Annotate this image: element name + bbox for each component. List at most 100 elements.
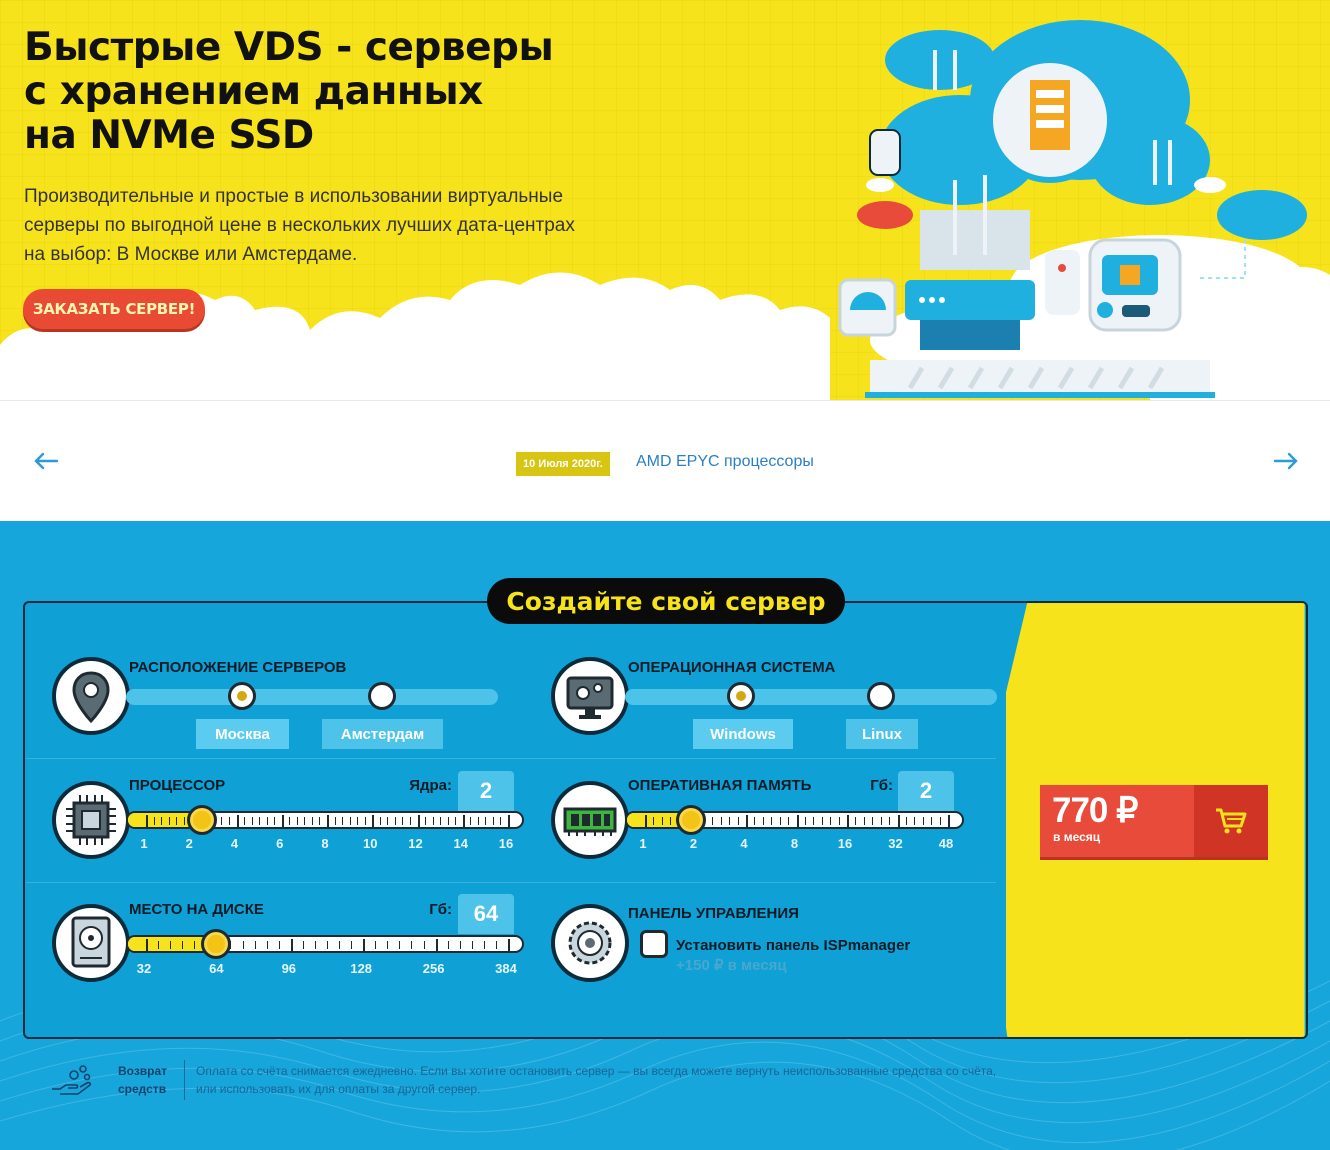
cart-icon[interactable] [1194,785,1268,857]
slider-tick [290,939,293,951]
slider-tick [863,817,865,825]
slider-scale-value: 2 [185,836,193,851]
slider-tick [754,817,756,825]
slider-scale-value: 2 [689,836,698,851]
ram-value[interactable]: 2 [898,771,954,811]
control-panel-label: ПАНЕЛЬ УПРАВЛЕНИЯ [628,905,799,922]
slider-tick [266,941,268,949]
hero-title: Быстрые VDS - серверы с хранением данных… [24,25,554,158]
slider-tick [872,817,874,825]
slider-tick [492,817,494,825]
arrow-right-icon[interactable] [1273,451,1299,471]
slider-tick [462,815,465,827]
ispmanager-checkbox[interactable] [640,930,668,958]
slider-scale-value: 8 [790,836,799,851]
slider-tick [334,817,336,825]
os-option-windows[interactable]: Windows [693,719,793,749]
slider-scale-value: 14 [453,836,468,851]
refund-heading-line: Возврат [118,1064,168,1078]
slider-tick [161,817,163,825]
slider-tick [176,817,178,825]
configurator-title: Создайте свой сервер [487,578,845,624]
slider-tick [379,817,381,825]
os-option-linux[interactable]: Linux [846,719,918,749]
slider-tick [228,817,230,825]
slider-tick [411,941,413,949]
location-track [126,689,498,705]
cpu-label: ПРОЦЕССОР [129,777,226,794]
refund-text-line: Оплата со счёта снимается ежедневно. Есл… [196,1064,997,1078]
slider-tick [500,817,502,825]
disk-value-label: Гб: [429,901,452,918]
news-title-link[interactable]: AMD EPYC процессоры [636,453,814,470]
slider-tick [274,817,276,825]
disk-value[interactable]: 64 [458,894,514,934]
os-monitor-gear-icon [551,657,629,735]
hero-title-line: на NVMe SSD [24,113,314,158]
slider-tick [477,817,479,825]
slider-tick [922,817,924,825]
cpu-chip-icon [52,781,130,859]
slider-tick [153,817,155,825]
slider-scale-value: 16 [498,836,514,851]
location-option-amsterdam[interactable]: Амстердам [322,719,443,749]
slider-tick [653,817,655,825]
cpu-slider-handle[interactable] [186,805,217,835]
os-knob-linux[interactable] [867,682,895,710]
news-date-badge: 10 Июля 2020г. [516,452,610,476]
location-knob-moscow[interactable] [228,682,256,710]
cpu-value[interactable]: 2 [458,771,514,811]
slider-tick [423,941,425,949]
os-label: ОПЕРАЦИОННАЯ СИСТЕМА [628,659,836,676]
slider-tick [771,817,773,825]
refund-divider [184,1060,185,1100]
slider-scale-value: 1 [140,836,148,851]
slider-tick [483,941,485,949]
slider-tick [746,815,748,827]
slider-tick [435,939,438,951]
slider-tick [897,815,900,827]
slider-tick [351,941,353,949]
slider-tick [838,817,840,825]
slider-tick [485,817,487,825]
slider-tick [409,817,411,825]
ispmanager-checkbox-label: Установить панель ISPmanager [676,937,911,954]
slider-tick [158,941,160,949]
slider-tick [182,941,184,949]
slider-scale-value: 96 [281,961,297,976]
ram-value-label: Гб: [870,777,893,794]
slider-tick [251,817,253,825]
slider-tick [364,817,366,825]
location-knob-amsterdam[interactable] [368,682,396,710]
price-order-button[interactable]: 770 ₽ в месяц [1040,785,1268,857]
arrow-left-icon[interactable] [33,451,59,471]
slider-tick [372,815,375,827]
hero-section: Быстрые VDS - серверы с хранением данных… [0,0,1330,400]
slider-tick [821,817,823,825]
slider-scale-value: 1 [639,836,647,851]
slider-tick [914,817,916,825]
slider-tick [447,817,449,825]
server-cloud-illustration [838,20,1310,398]
disk-slider-fill [128,937,219,951]
slider-tick [508,939,510,951]
disk-slider-handle[interactable] [201,929,232,959]
slider-tick [168,817,170,825]
slider-tick [289,817,291,825]
slider-tick [796,815,799,827]
slider-tick [762,817,764,825]
location-option-moscow[interactable]: Москва [196,719,289,749]
hero-title-line: Быстрые VDS - серверы [24,25,554,70]
cpu-slider[interactable] [126,811,524,829]
slider-tick [779,817,781,825]
disk-slider-ticks [128,937,522,951]
ram-slider-handle[interactable] [676,805,707,835]
gear-panel-icon [551,904,629,982]
disk-slider[interactable] [126,935,524,953]
slider-scale-value: 32 [888,836,903,851]
order-server-button[interactable]: ЗАКАЗАТЬ СЕРВЕР! [23,289,205,329]
slider-tick [314,941,316,949]
os-knob-windows[interactable] [727,682,755,710]
slider-tick [375,941,377,949]
